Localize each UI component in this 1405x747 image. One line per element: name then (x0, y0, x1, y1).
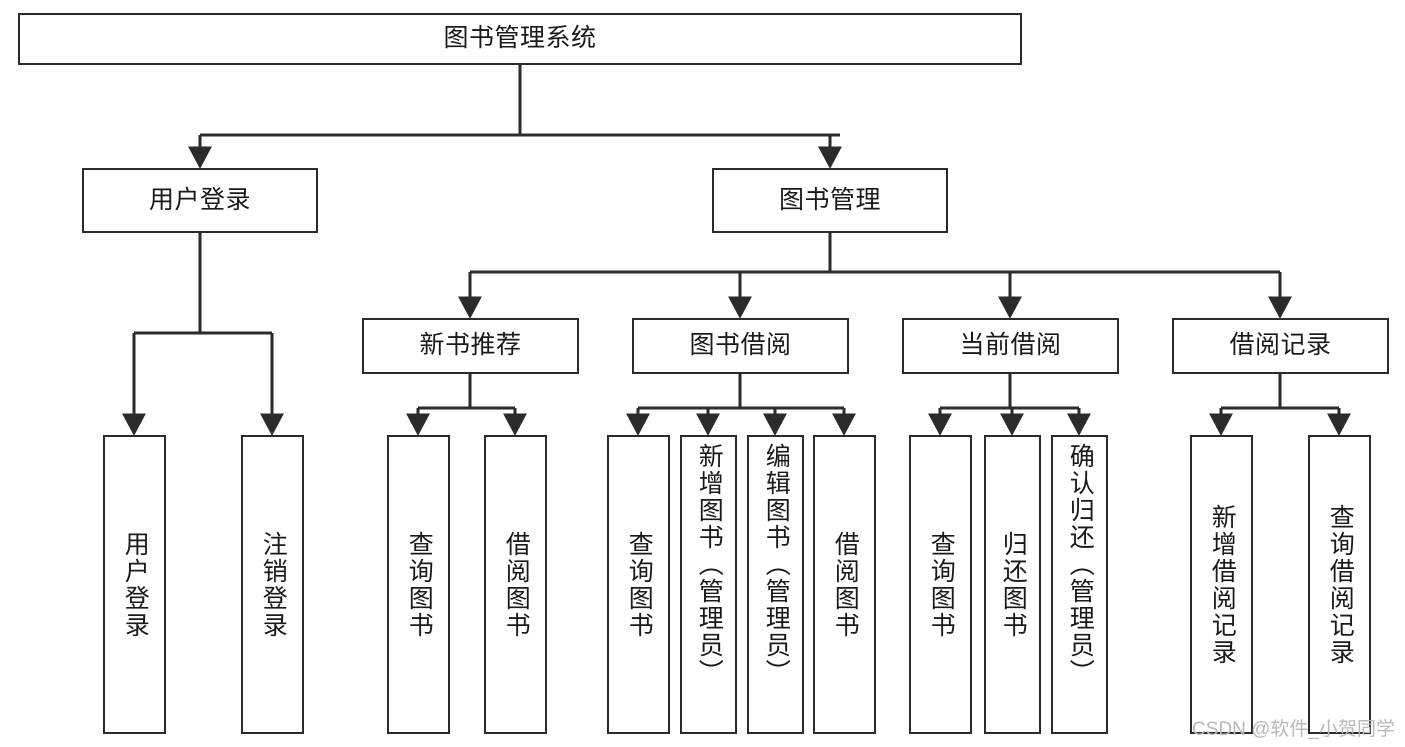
leaf-return-book-label: 归还图书 (999, 530, 1028, 639)
leaf-confirm-return-admin[interactable]: 确认归还（管理员） (1051, 435, 1108, 734)
node-user-login-label: 用户登录 (148, 185, 251, 214)
leaf-query-borrow-record-label: 查询借阅记录 (1326, 503, 1355, 666)
leaf-borrow-book[interactable]: 借阅图书 (813, 435, 876, 734)
leaf-borrow-book-recommend-label: 借阅图书 (502, 530, 531, 639)
node-new-book-recommend[interactable]: 新书推荐 (362, 318, 579, 374)
leaf-query-book-borrow[interactable]: 查询图书 (607, 435, 670, 734)
node-root-label: 图书管理系统 (443, 24, 597, 53)
leaf-add-book-admin[interactable]: 新增图书（管理员） (680, 435, 737, 734)
node-user-login[interactable]: 用户登录 (82, 168, 318, 233)
leaf-return-book[interactable]: 归还图书 (984, 435, 1041, 734)
leaf-add-book-admin-label: 新增图书（管理员） (695, 443, 724, 686)
leaf-edit-book-admin[interactable]: 编辑图书（管理员） (747, 435, 804, 734)
node-book-borrow[interactable]: 图书借阅 (632, 318, 849, 374)
leaf-add-borrow-record-label: 新增借阅记录 (1208, 503, 1237, 666)
leaf-edit-book-admin-label: 编辑图书（管理员） (762, 443, 791, 686)
edge-records-to-leaves (1209, 374, 1351, 436)
node-book-borrow-label: 图书借阅 (689, 331, 792, 360)
edge-root-to-level2 (188, 65, 842, 169)
leaf-user-logout[interactable]: 注销登录 (241, 435, 304, 734)
leaf-query-book-borrow-label: 查询图书 (625, 530, 654, 639)
leaf-query-book-current[interactable]: 查询图书 (909, 435, 972, 734)
edge-current-to-leaves (928, 374, 1091, 436)
leaf-query-book-recommend[interactable]: 查询图书 (387, 435, 450, 734)
edge-borrow-to-leaves (626, 374, 856, 436)
leaf-query-book-current-label: 查询图书 (927, 530, 956, 639)
node-current-borrow[interactable]: 当前借阅 (902, 318, 1119, 374)
node-borrow-records-label: 借阅记录 (1229, 331, 1332, 360)
leaf-confirm-return-admin-label: 确认归还（管理员） (1066, 443, 1095, 686)
leaf-user-logout-label: 注销登录 (259, 530, 288, 639)
leaf-borrow-book-recommend[interactable]: 借阅图书 (484, 435, 547, 734)
leaf-add-borrow-record[interactable]: 新增借阅记录 (1190, 435, 1253, 734)
leaf-query-borrow-record[interactable]: 查询借阅记录 (1308, 435, 1371, 734)
node-root[interactable]: 图书管理系统 (18, 13, 1022, 65)
edge-books-to-level3 (458, 233, 1292, 319)
edge-newbooks-to-leaves (406, 374, 527, 436)
node-new-book-recommend-label: 新书推荐 (419, 331, 522, 360)
leaf-query-book-recommend-label: 查询图书 (405, 530, 434, 639)
leaf-borrow-book-label: 借阅图书 (831, 530, 860, 639)
leaf-user-login[interactable]: 用户登录 (103, 435, 166, 734)
node-book-management-label: 图书管理 (778, 185, 881, 214)
node-current-borrow-label: 当前借阅 (959, 331, 1062, 360)
csdn-watermark: CSDN @软件_小贺同学 (1192, 719, 1395, 740)
leaf-user-login-label: 用户登录 (121, 530, 150, 639)
edge-login-to-leaves (122, 233, 284, 436)
node-book-management[interactable]: 图书管理 (712, 168, 948, 233)
node-borrow-records[interactable]: 借阅记录 (1172, 318, 1389, 374)
